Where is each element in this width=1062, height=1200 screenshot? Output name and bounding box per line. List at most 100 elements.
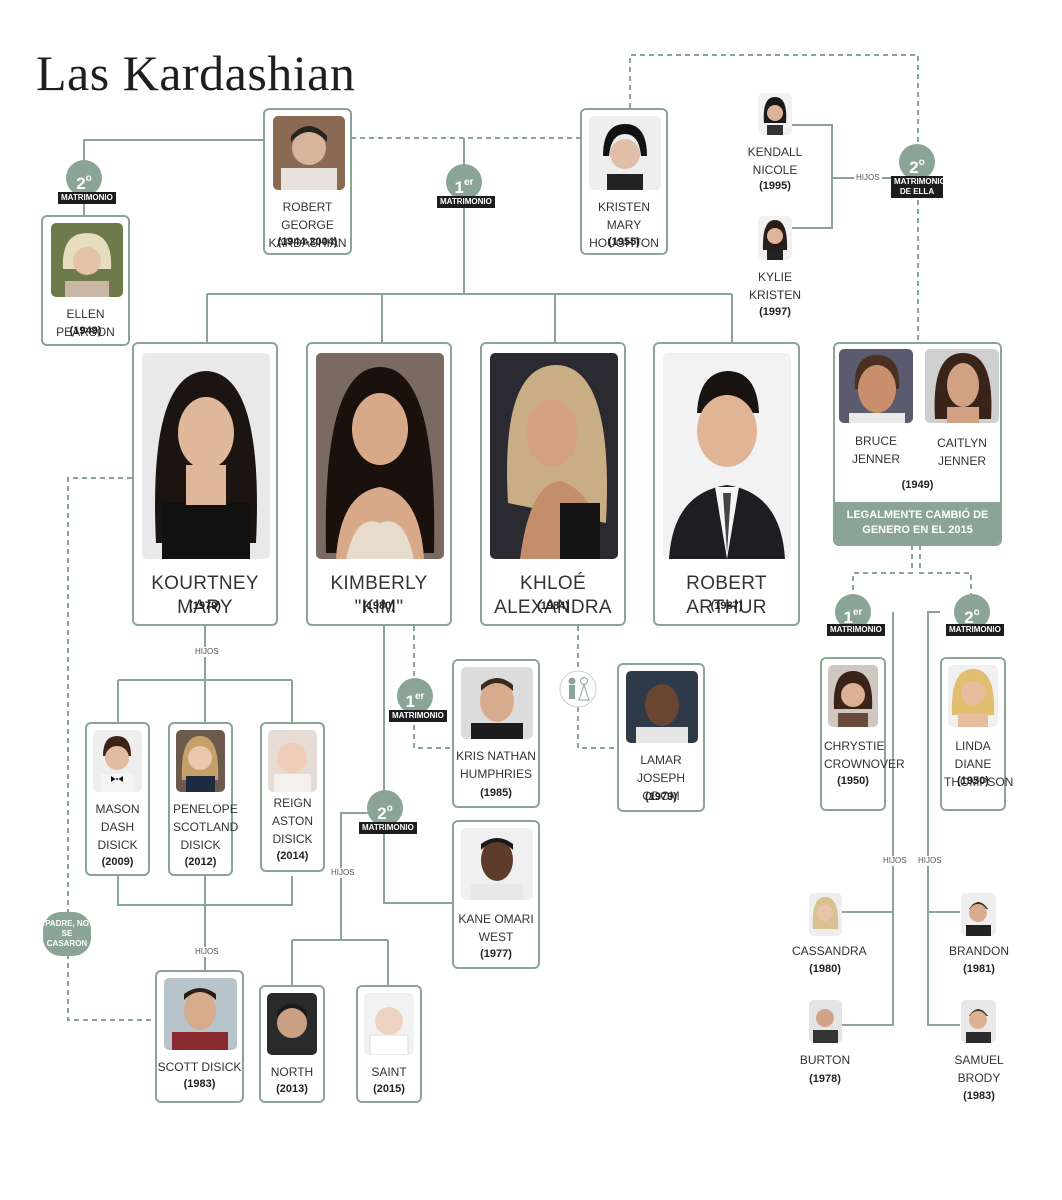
year-ellen-pearson: (1949) [69,325,102,337]
card-lamar-odom: LAMAR JOSEPH ODOM (1979) [617,663,705,812]
name-caitlyn-jenner: CAITLYN JENNER [937,436,987,468]
card-saint: SAINT (2015) [356,985,422,1103]
badge-second-marriage-kim: 2o [367,790,403,826]
badge-number: 1 [405,692,415,711]
name-robert-kardashian: ROBERT GEORGE KARDASHIAN [268,200,347,250]
card-kris-humphries: KRIS NATHAN HUMPHRIES (1985) [452,659,540,808]
card-scott-disick: SCOTT DISICK (1983) [155,970,244,1103]
photo-kim [316,353,444,559]
year-linda-thompson: (1950) [957,775,989,787]
badge-first-marriage-parents: 1er [446,164,482,200]
year-reign: (2014) [276,850,309,862]
year-kanye-west: (1977) [480,948,512,960]
label-hijos-kourtney: HIJOS [193,647,221,657]
photo-bruce-jenner [839,349,913,423]
name-mason: MASON DASH DISICK [95,802,140,852]
tag-matrimonio-de-ella: MATRIMONIO DE ELLA [891,176,946,198]
label-hijos-kim: HIJOS [329,868,357,878]
label-hijos-scott: HIJOS [193,947,221,957]
photo-cassandra [809,893,842,936]
card-jenner: BRUCE JENNER CAITLYN JENNER (1949) LEGAL… [833,342,1002,546]
year-penelope: (2012) [184,856,217,868]
badge-number: 2 [76,174,86,193]
year-lamar-odom: (1979) [645,791,677,803]
page-title: Las Kardashian [36,45,356,101]
name-saint: SAINT [371,1065,407,1079]
year-rob: (1987) [710,600,743,612]
card-mason: MASON DASH DISICK (2009) [85,722,150,876]
name-kendall: KENDALL NICOLE [747,145,803,177]
card-penelope: PENELOPE SCOTLAND DISICK (2012) [168,722,239,876]
photo-samuel-brody [961,1000,996,1043]
photo-mason [93,730,142,792]
photo-robert-kardashian [273,116,345,190]
year-chrystie-crownover: (1950) [837,775,869,787]
year-kristen-houghton: (1955) [608,236,640,248]
year-samuel-brody: (1983) [963,1090,995,1102]
name-samuel-brody: SAMUEL BRODY [954,1053,1004,1085]
card-kim: KIMBERLY "KIM" (1980) [306,342,452,626]
year-kim: (1980) [363,600,395,612]
year-khloe: (1984) [537,600,569,612]
tag-matrimonio-kim-second: MATRIMONIO [359,822,417,834]
year-north: (2013) [276,1083,308,1095]
year-kylie: (1997) [759,306,791,318]
card-khloe: KHLOÉ ALEXANDRA (1984) [480,342,626,626]
photo-lamar-odom [626,671,698,743]
name-penelope: PENELOPE SCOTLAND DISICK [173,802,239,852]
badge-suffix: er [853,607,863,618]
photo-kris-humphries [461,667,533,739]
photo-reign [268,730,317,792]
card-robert-kardashian: ROBERT GEORGE KARDASHIAN (1944-2004) [263,108,352,255]
year-brandon: (1981) [963,963,995,975]
badge-suffix: er [464,177,474,188]
photo-kanye-west [461,828,533,900]
name-ellen-pearson: ELLEN PEARSON [56,307,115,339]
name-cassandra: CASSANDRA [792,944,867,958]
badge-number: 2 [377,804,387,823]
badge-second-marriage-kristen: 2o [899,144,935,180]
year-mason: (2009) [101,856,134,868]
name-kylie: KYLIE KRISTEN [748,270,801,302]
badge-suffix: er [415,691,425,702]
name-scott-disick: SCOTT DISICK [157,1060,242,1074]
photo-kristen-houghton [589,116,661,190]
badge-number: 2 [909,158,919,177]
label-hijos-kendall-kylie: HIJOS [854,173,882,183]
badge-number: 2 [964,608,974,627]
wedding-couple-icon [559,670,597,708]
photo-kylie [758,216,792,260]
year-kris-humphries: (1985) [480,787,512,799]
tag-matrimonio-parents: MATRIMONIO [437,196,495,208]
name-kourtney: KOURTNEY MARY [151,573,259,618]
badge-suffix: o [918,157,925,168]
card-kanye-west: KANE OMARI WEST (1977) [452,820,540,969]
photo-saint [364,993,414,1055]
year-scott-disick: (1983) [183,1078,216,1090]
badge-suffix: o [386,803,393,814]
card-kristen-houghton: KRISTEN MARY HOUGHTON (1955) [580,108,668,255]
name-linda-thompson: LINDA DIANE THOMPSON [944,739,1014,789]
year-kourtney: (1979) [189,600,221,612]
photo-burton [809,1000,842,1043]
name-rob: ROBERT ARTHUR [686,573,767,618]
card-rob: ROBERT ARTHUR (1987) [653,342,800,626]
photo-scott-disick [164,978,237,1050]
photo-chrystie-crownover [828,665,878,727]
name-kanye-west: KANE OMARI WEST [458,912,534,944]
photo-north [267,993,317,1055]
year-jenner: (1949) [901,479,934,491]
name-lamar-odom: LAMAR JOSEPH ODOM [636,753,685,803]
badge-number: 1 [843,608,853,627]
card-ellen-pearson: ELLEN PEARSON (1949) [41,215,130,346]
badge-padre-no-se-casaron: PADRE, NO SE CASARON [43,912,91,956]
card-linda-thompson: LINDA DIANE THOMPSON (1950) [940,657,1014,811]
label-hijos-chrystie: HIJOS [881,856,909,866]
card-north: NORTH (2013) [259,985,325,1103]
year-cassandra: (1980) [809,963,841,975]
badge-first-marriage-kim: 1er [397,678,433,714]
year-kendall: (1995) [759,180,791,192]
photo-kourtney [142,353,270,559]
tag-matrimonio-jenner-second: MATRIMONIO [946,624,1004,636]
